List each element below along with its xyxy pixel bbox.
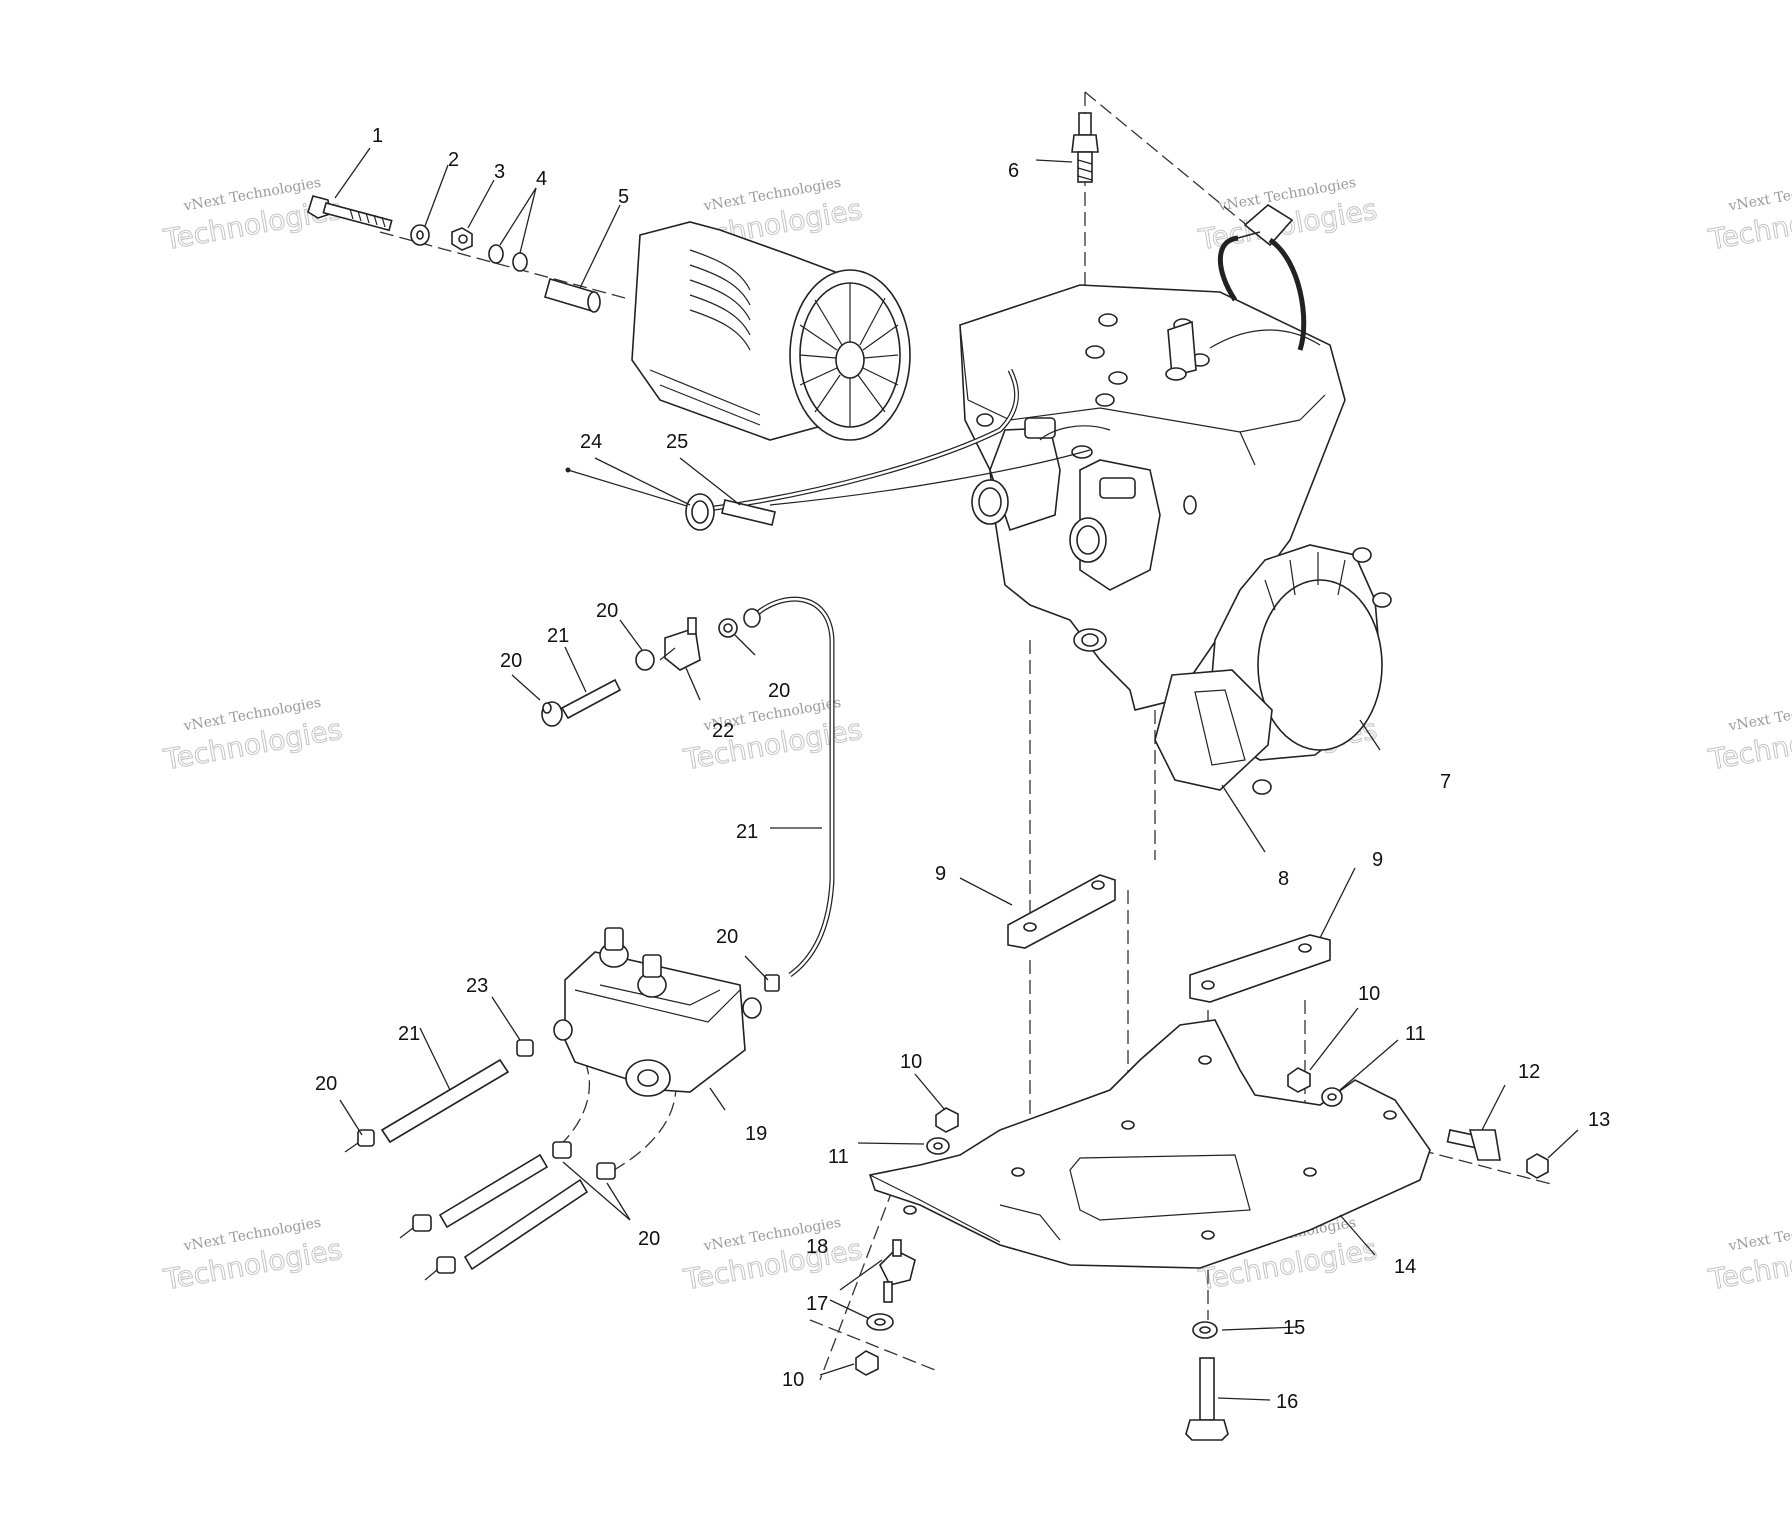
svg-text:vNext Technologies: vNext Technologies [1727, 175, 1792, 215]
callout-12: 12 [1518, 1061, 1540, 1083]
callout-16: 16 [1276, 1391, 1298, 1413]
callout-7: 7 [1440, 771, 1451, 793]
part-fuel-hose-21-long [750, 596, 835, 978]
callout-11: 11 [1405, 1023, 1426, 1045]
part-clamp-23 [516, 1039, 534, 1057]
part-washer-17 [866, 1313, 894, 1331]
part-bolt-1 [307, 195, 393, 232]
watermark: vNext Technologies Technologies [680, 695, 865, 777]
part-spacer-5 [544, 278, 601, 313]
watermark: vNext Technologies Technologies [1705, 1215, 1792, 1297]
part-cable-clamp-24 [685, 493, 715, 531]
callout-20-e: 20 [315, 1073, 337, 1095]
part-o-rings-4 [488, 244, 528, 272]
part-clamp-20 [764, 974, 780, 992]
callout-19: 19 [745, 1123, 767, 1145]
callout-4: 4 [536, 168, 547, 190]
part-washer-11-right [1321, 1087, 1343, 1107]
watermark: vNext Technologies Technologies [680, 1215, 865, 1297]
part-engine-mount-plate-14 [868, 1019, 1431, 1269]
part-washer-2 [410, 224, 430, 246]
part-mount-bar-9-left [1007, 874, 1116, 949]
callout-8: 8 [1278, 868, 1289, 890]
watermark: vNext Technologies Technologies [160, 1215, 345, 1297]
watermark: vNext Technologies Technologies [1705, 175, 1792, 257]
part-clamp-20 [344, 1129, 375, 1153]
callout-20-b: 20 [500, 650, 522, 672]
callout-20-f: 20 [638, 1228, 660, 1250]
part-fuel-pump-19 [553, 927, 762, 1097]
part-mount-bar-9-right [1189, 934, 1331, 1003]
part-fuel-hose-21-lower [380, 1058, 510, 1144]
leader-lines [334, 147, 1579, 1401]
callout-25: 25 [666, 431, 688, 453]
callout-5: 5 [618, 186, 629, 208]
callout-20-a: 20 [596, 600, 618, 622]
callout-13: 13 [1588, 1109, 1610, 1131]
callout-11b: 11 [828, 1146, 849, 1168]
part-cable-sleeve-25 [721, 499, 776, 526]
part-mount-stud-12 [1446, 1129, 1501, 1161]
callout-1: 1 [372, 125, 383, 147]
callout-21-a: 21 [547, 625, 569, 647]
part-nut-13 [1526, 1153, 1549, 1179]
part-spark-plug-cap [1217, 204, 1307, 351]
watermark: vNext Technologies Technologies [160, 695, 345, 777]
part-mount-stud-18 [879, 1239, 916, 1303]
part-starter-handle-8 [1154, 669, 1273, 795]
callout-20-c: 20 [768, 680, 790, 702]
callout-10: 10 [1358, 983, 1380, 1005]
part-fuel-hose-21-upper [560, 678, 622, 720]
part-washer-11-left [926, 1137, 950, 1155]
part-nut-10-right [1287, 1067, 1311, 1093]
callout-17: 17 [806, 1293, 828, 1315]
callout-18: 18 [806, 1236, 828, 1258]
callout-10c: 10 [782, 1369, 804, 1391]
callout-24: 24 [580, 431, 602, 453]
part-clamp-20 [743, 608, 761, 628]
part-clamp-20 [541, 701, 563, 727]
part-nut-3 [451, 227, 473, 251]
part-clamp-20 [635, 649, 655, 671]
svg-text:vNext Technologies: vNext Technologies [1727, 695, 1792, 735]
part-clamp-20 [718, 618, 738, 638]
part-spark-plug-6 [1071, 112, 1099, 183]
callout-14: 14 [1394, 1256, 1416, 1278]
part-nut-10-left [935, 1107, 959, 1133]
watermark: vNext Technologies Technologies [1705, 695, 1792, 777]
part-drive-clutch [631, 221, 911, 441]
part-bolt-16 [1185, 1357, 1229, 1441]
part-fuel-hose-pair [399, 1141, 616, 1281]
callout-9: 9 [935, 863, 946, 885]
part-engine-assembly-7 [959, 284, 1346, 711]
callout-10b: 10 [900, 1051, 922, 1073]
svg-text:vNext Technologies: vNext Technologies [1727, 1215, 1792, 1255]
callout-3: 3 [494, 161, 505, 183]
callout-22: 22 [712, 720, 734, 742]
callout-21-b: 21 [736, 821, 758, 843]
callout-21-c: 21 [398, 1023, 420, 1045]
part-washer-15 [1192, 1321, 1218, 1339]
part-throttle-cable [565, 368, 1111, 513]
callout-9b: 9 [1372, 849, 1383, 871]
watermark: vNext Technologies Technologies [1195, 175, 1380, 257]
callout-2: 2 [448, 149, 459, 171]
callout-20-d: 20 [716, 926, 738, 948]
part-fitting-22 [659, 617, 701, 671]
callout-23: 23 [466, 975, 488, 997]
callout-15: 15 [1283, 1317, 1305, 1339]
callout-labels: 1 2 3 4 5 6 7 8 9 9 10 11 10 11 12 13 14… [315, 125, 1610, 1413]
part-nut-10-bottom [855, 1350, 879, 1376]
callout-6: 6 [1008, 160, 1019, 182]
